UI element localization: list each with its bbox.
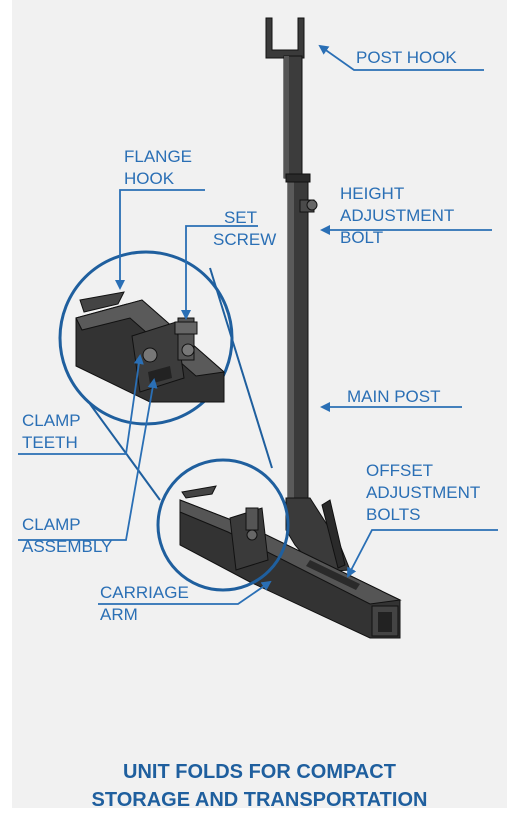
height-adjustment-bolt-label-line2: ADJUSTMENT: [340, 206, 455, 225]
clamp-teeth-label-line1: CLAMP: [22, 411, 81, 430]
detail-circle-small: [156, 458, 290, 592]
height-adjustment-bolt-part: [299, 199, 318, 213]
set-screw-label: SET SCREW: [213, 207, 277, 251]
offset-adjustment-bolts-label: OFFSET ADJUSTMENT BOLTS: [366, 460, 480, 526]
height-adjustment-bolt-label-line3: BOLT: [340, 228, 384, 247]
clamp-assembly-label-line1: CLAMP: [22, 515, 81, 534]
clamp-assembly-label: CLAMP ASSEMBLY: [22, 514, 112, 558]
caption-line2: STORAGE AND TRANSPORTATION: [91, 789, 428, 811]
diagram-panel: [12, 0, 507, 808]
main-post-part: [285, 173, 311, 499]
upper-post-part: [283, 55, 303, 179]
post-hook-part: [265, 17, 305, 59]
height-adjustment-bolt-label-line1: HEIGHT: [340, 184, 405, 203]
clamp-teeth-label: CLAMP TEETH: [22, 410, 81, 454]
set-screw-label-line2: SCREW: [213, 230, 277, 249]
clamp-detail-part: [75, 291, 226, 403]
carriage-arm-label-line2: ARM: [100, 605, 138, 624]
clamp-assembly-part: [181, 485, 269, 571]
carriage-arm-label: CARRIAGE ARM: [100, 582, 189, 626]
clamp-teeth-label-line2: TEETH: [22, 433, 78, 452]
set-screw-label-line1: SET: [223, 208, 257, 227]
caption-line1: UNIT FOLDS FOR COMPACT: [123, 761, 396, 783]
offset-adjustment-bolts-label-line1: OFFSET: [366, 461, 434, 480]
zoom-line-right: [209, 267, 273, 469]
leader-lines: [18, 44, 498, 605]
post-hook-label: POST HOOK: [356, 48, 457, 67]
carriage-arm-label-line1: CARRIAGE: [100, 583, 189, 602]
offset-adjustment-bolts-label-line3: BOLTS: [366, 505, 421, 524]
flange-hook-label-line1: FLANGE: [124, 147, 193, 166]
flange-hook-label-line2: HOOK: [124, 169, 175, 188]
main-post-label: MAIN POST: [347, 387, 441, 406]
flange-hook-label: FLANGE HOOK: [124, 146, 192, 190]
height-adjustment-bolt-label: HEIGHT ADJUSTMENT BOLT: [340, 183, 454, 249]
clamp-assembly-label-line2: ASSEMBLY: [22, 537, 113, 556]
zoom-line-left: [89, 403, 161, 501]
offset-adjustment-bolts-label-line2: ADJUSTMENT: [366, 483, 481, 502]
caption: UNIT FOLDS FOR COMPACT STORAGE AND TRANS…: [0, 758, 519, 814]
